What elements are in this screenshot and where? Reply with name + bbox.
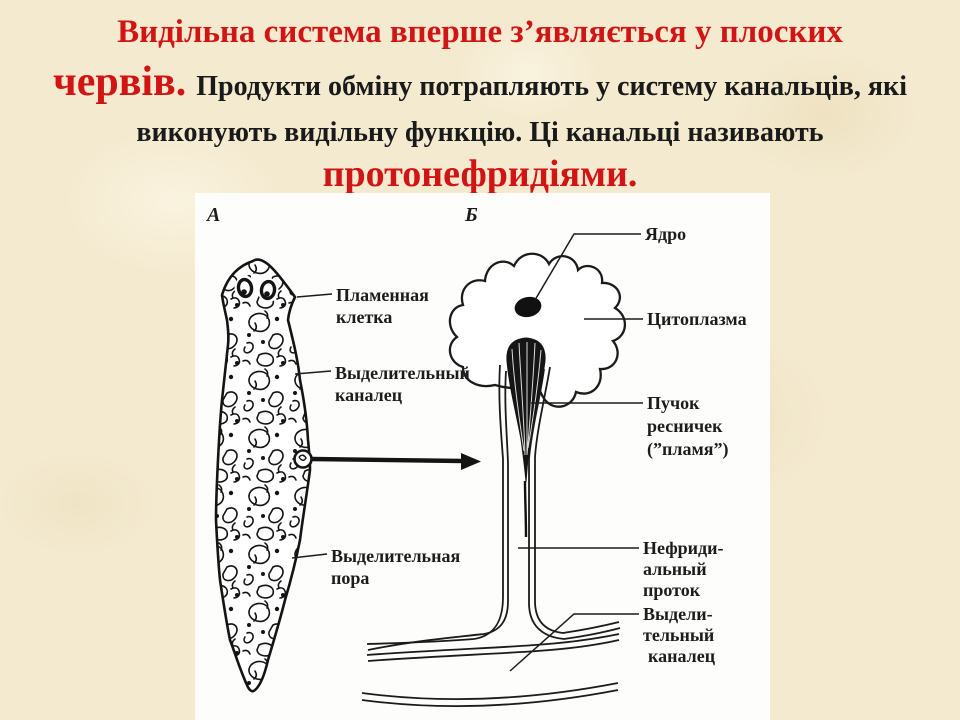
title-line-2: червів. Продукти обміну потрапляють у сис…: [0, 56, 960, 113]
title-line-2-red: червів.: [53, 59, 187, 105]
label-excretory-canal-cell-3: каналец: [648, 646, 716, 666]
label-cilia-bundle-2: ресничек: [647, 416, 723, 436]
figure-b-label: Б: [464, 204, 478, 226]
magnification-arrow: [311, 453, 481, 470]
label-flame-cell-1: Пламенная: [336, 285, 429, 305]
label-nucleus: Ядро: [645, 224, 686, 244]
nephridial-duct-walls: [366, 364, 621, 662]
diagram-panel: А Б: [195, 193, 770, 720]
worm-eyes: [234, 275, 279, 303]
label-nephridial-duct-1: Нефриди-: [643, 538, 724, 558]
label-excretory-canal-cell-2: тельный: [643, 625, 714, 645]
leader-lines: [291, 233, 643, 672]
lower-canal: [361, 682, 619, 708]
label-excretory-pore-2: пора: [331, 568, 369, 588]
label-excretory-canal-worm-1: Выделительный: [335, 363, 470, 383]
label-cilia-bundle-1: Пучок: [647, 393, 700, 413]
cilia-flame-shape: [506, 337, 546, 538]
slide-title: Видільна система вперше з’являється у пл…: [0, 8, 960, 195]
title-line-1: Видільна система вперше з’являється у пл…: [117, 14, 843, 50]
cytoplasm-outline: [448, 252, 627, 408]
title-line-4: протонефридіями.: [322, 153, 638, 195]
title-line-2-black: Продукти обміну потрапляють у систему ка…: [196, 71, 907, 102]
flame-cell-marker-circle: [293, 449, 313, 469]
flame-cell-figure: [361, 252, 627, 708]
label-cytoplasm: Цитоплазма: [647, 309, 747, 329]
nucleus-shape: [514, 296, 542, 318]
label-excretory-pore-1: Выделительная: [331, 546, 460, 566]
label-flame-cell-2: клетка: [336, 307, 392, 327]
figure-a-label: А: [205, 204, 220, 226]
label-cilia-bundle-3: (”пламя”): [647, 439, 728, 460]
label-nephridial-duct-3: проток: [643, 580, 701, 600]
label-excretory-canal-worm-2: каналец: [335, 385, 403, 405]
protonephridia-diagram: А Б: [205, 204, 747, 708]
diagram-labels: Пламенная клетка Выделительный каналец В…: [331, 224, 747, 666]
title-line-3: виконують видільну функцію. Ці канальці …: [136, 117, 824, 148]
label-nephridial-duct-2: альный: [643, 559, 707, 579]
label-excretory-canal-cell-1: Выдели-: [643, 604, 713, 624]
